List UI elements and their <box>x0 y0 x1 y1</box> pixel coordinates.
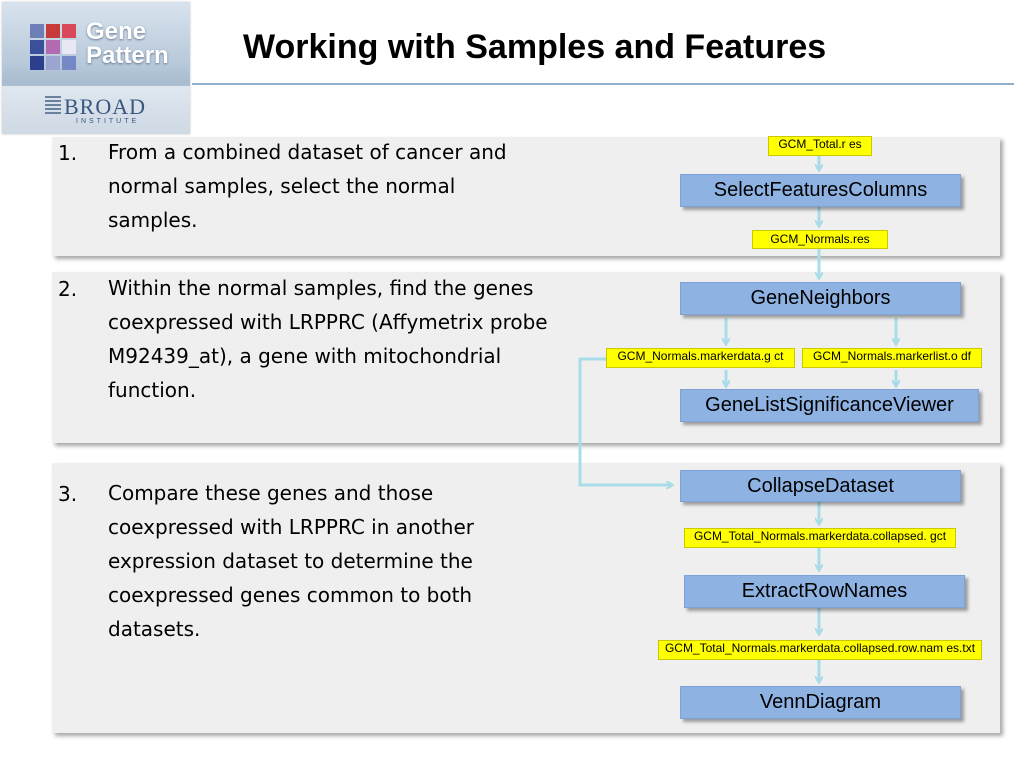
module-collapse-dataset[interactable]: CollapseDataset <box>680 470 961 502</box>
broad-band: BROAD INSTITUTE <box>2 86 190 134</box>
step-3-number: 3. <box>58 482 78 506</box>
file-collapsed-gct[interactable]: GCM_Total_Normals.markerdata.collapsed. … <box>684 528 956 548</box>
genepattern-broad-logo: Gene Pattern BROAD INSTITUTE <box>2 2 190 134</box>
file-row-names-txt[interactable]: GCM_Total_Normals.markerdata.collapsed.r… <box>658 640 982 660</box>
broad-mark-icon <box>45 96 61 114</box>
module-extract-row-names[interactable]: ExtractRowNames <box>684 575 965 608</box>
broad-wordmark: BROAD <box>64 94 147 119</box>
module-gene-neighbors[interactable]: GeneNeighbors <box>680 282 961 315</box>
file-gcm-total-res[interactable]: GCM_Total.r es <box>768 136 872 156</box>
step-1-number: 1. <box>58 141 78 165</box>
module-select-features-columns[interactable]: SelectFeaturesColumns <box>680 174 961 207</box>
step-3-text: Compare these genes and those coexpresse… <box>108 481 474 641</box>
institute-wordmark: INSTITUTE <box>76 118 140 125</box>
slide-title: Working with Samples and Features <box>243 28 827 66</box>
file-gcm-normals-res[interactable]: GCM_Normals.res <box>752 230 888 249</box>
genepattern-grid-icon <box>30 24 78 72</box>
file-markerlist-odf[interactable]: GCM_Normals.markerlist.o df <box>802 348 982 368</box>
genepattern-wordmark: Gene Pattern <box>86 18 169 69</box>
title-rule <box>192 83 1014 85</box>
file-markerdata-gct[interactable]: GCM_Normals.markerdata.g ct <box>606 348 795 368</box>
module-venn-diagram[interactable]: VennDiagram <box>680 686 961 719</box>
step-1-text: From a combined dataset of cancer and no… <box>108 140 507 232</box>
step-2-text: Within the normal samples, find the gene… <box>108 276 548 402</box>
step-2-number: 2. <box>58 277 78 301</box>
module-gene-list-significance-viewer[interactable]: GeneListSignificanceViewer <box>680 389 979 422</box>
